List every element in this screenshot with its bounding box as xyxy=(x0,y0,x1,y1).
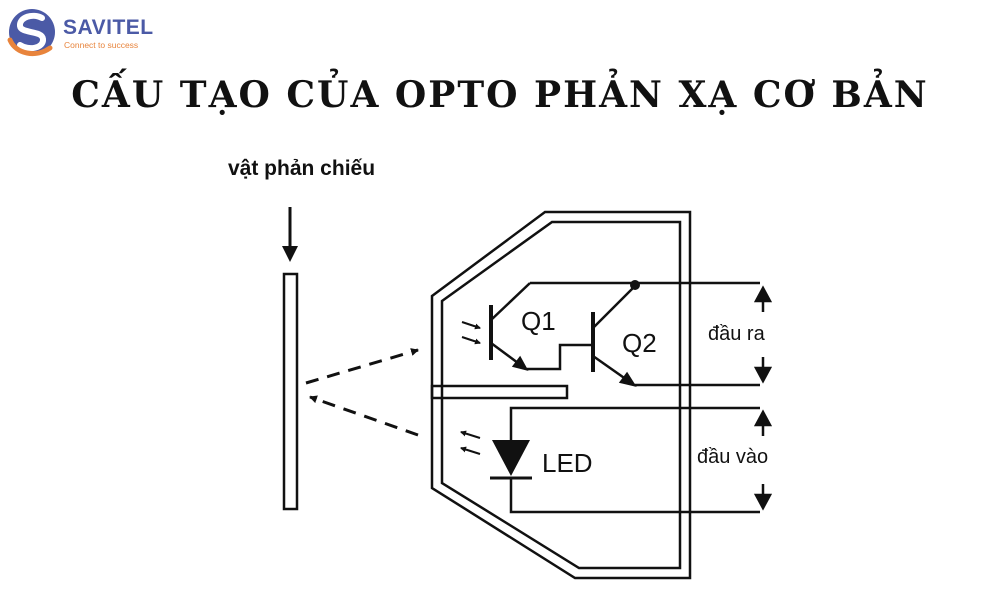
q2-label: Q2 xyxy=(622,328,657,358)
reflector-label: vật phản chiếu xyxy=(228,157,375,180)
sensor-housing xyxy=(430,210,692,580)
savitel-logo-icon xyxy=(7,9,55,57)
reflector-arrow xyxy=(282,207,298,262)
output-wiring xyxy=(530,281,760,387)
emitted-light-arrow xyxy=(309,395,419,437)
input-label: đầu vào xyxy=(697,446,768,468)
brand-name: SAVITEL xyxy=(63,16,154,39)
input-wiring xyxy=(509,406,760,514)
light-ray-icon xyxy=(461,336,481,345)
output-terminal-arrows xyxy=(753,285,773,384)
output-label: đầu ra xyxy=(708,323,766,345)
light-ray-icon xyxy=(461,321,481,330)
led-emission-icon xyxy=(460,430,481,455)
led-label: LED xyxy=(542,448,593,478)
q1-label: Q1 xyxy=(521,306,556,336)
savitel-logo: SAVITEL Connect to success xyxy=(6,6,166,58)
brand-tagline: Connect to success xyxy=(64,40,139,50)
led-diode xyxy=(490,440,532,480)
phototransistor-q1 xyxy=(489,282,531,371)
collector-junction xyxy=(630,280,640,290)
page-title: CẤU TẠO CỦA OPTO PHẢN XẠ CƠ BẢN xyxy=(71,74,929,116)
transistor-q2 xyxy=(526,285,637,387)
reflector-plate xyxy=(282,272,299,511)
input-terminal-arrows xyxy=(753,409,773,511)
reflected-light-arrow xyxy=(305,348,419,385)
